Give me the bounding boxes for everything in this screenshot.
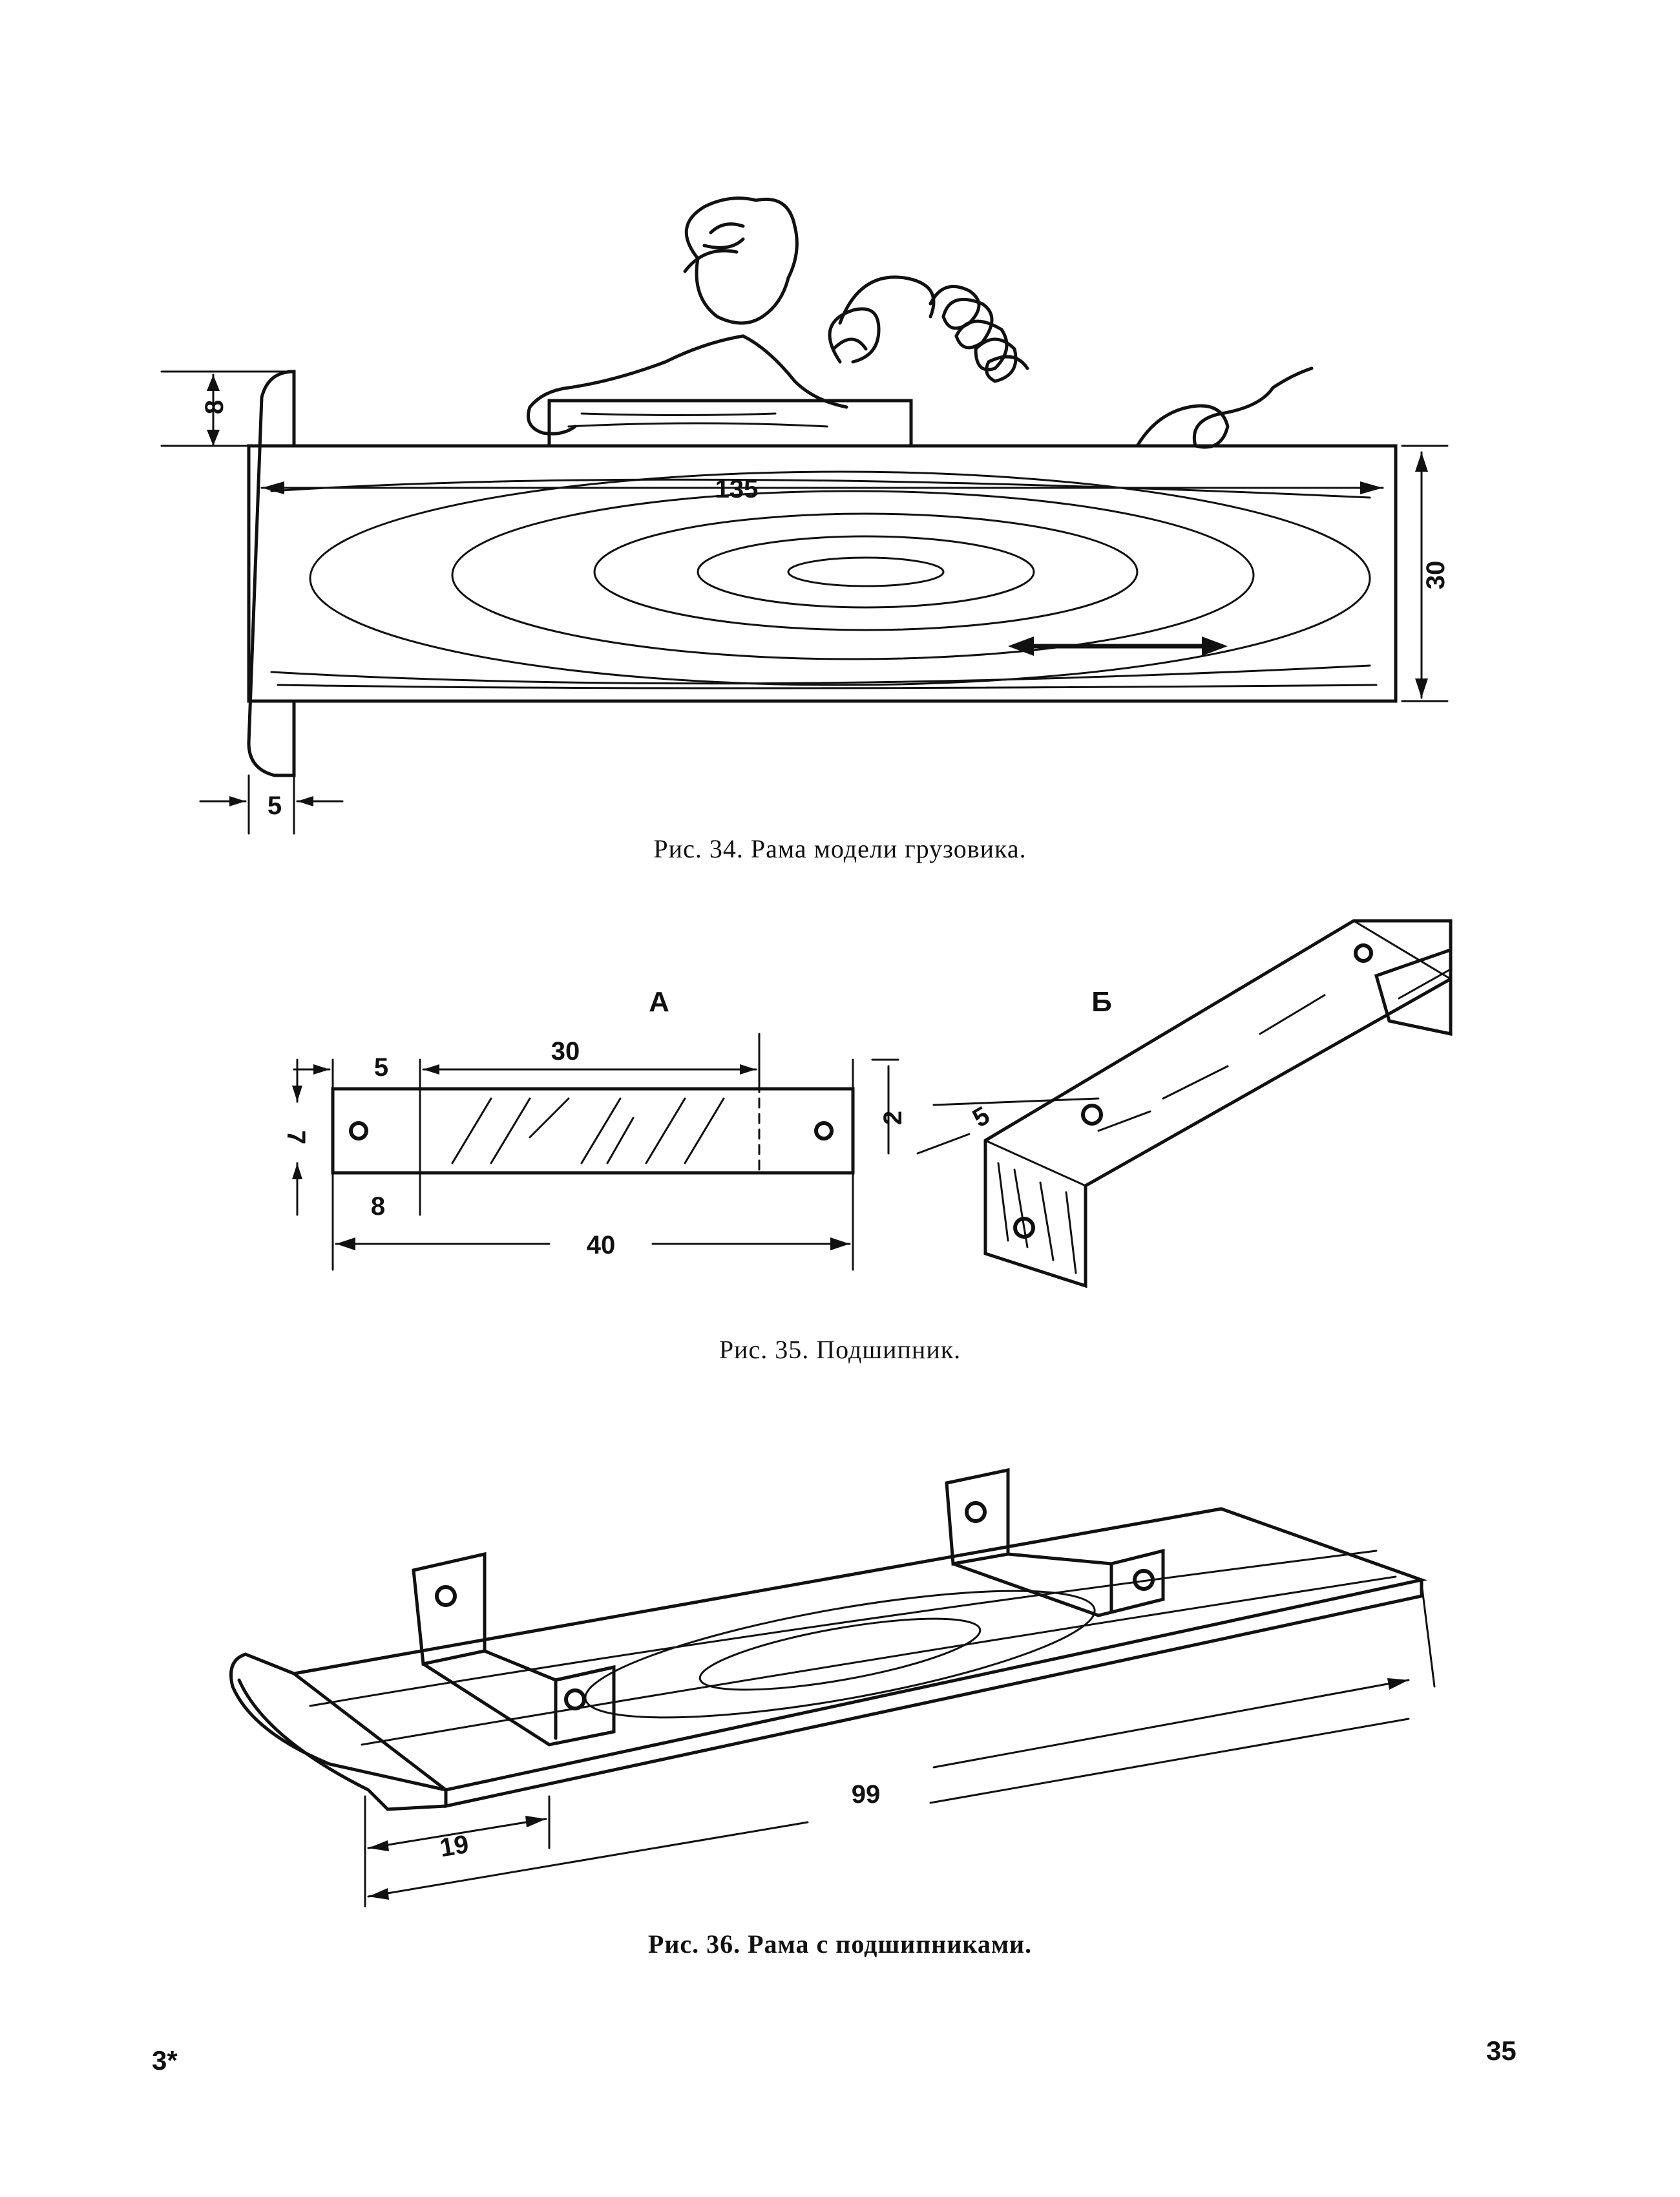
figure-35-caption: Рис. 35. Подшипник. bbox=[719, 1335, 961, 1364]
dim-19: 19 bbox=[438, 1830, 471, 1862]
hole-left bbox=[349, 1121, 368, 1141]
dim-135: 135 bbox=[715, 475, 759, 503]
view-b-label: Б bbox=[1091, 986, 1112, 1018]
bracket-hatching bbox=[997, 994, 1326, 1274]
wood-grain-36 bbox=[309, 1550, 1397, 1746]
dim-8-a: 8 bbox=[371, 1192, 385, 1221]
hole-bracket-top-2 bbox=[1354, 943, 1373, 963]
dim-8: 8 bbox=[200, 400, 229, 414]
hole-bracket-side bbox=[1013, 1217, 1035, 1239]
figure-36-caption: Рис. 36. Рама с подшипниками. bbox=[647, 1929, 1033, 1959]
page-number: 35 bbox=[1486, 2035, 1517, 2066]
dim-2: 2 bbox=[879, 1111, 907, 1125]
figure-34-caption: Рис. 34. Рама модели грузовика. bbox=[653, 834, 1027, 863]
signature-mark: 3* bbox=[152, 2045, 178, 2076]
dim-30-a: 30 bbox=[551, 1037, 580, 1066]
hole-right bbox=[814, 1121, 834, 1141]
view-a-label: А bbox=[649, 986, 669, 1018]
frame-end-cap bbox=[247, 370, 296, 777]
dim-5: 5 bbox=[268, 792, 282, 820]
bearing-bracket-3d bbox=[983, 919, 1453, 1288]
dim-30: 30 bbox=[1422, 561, 1450, 590]
boy-illustration bbox=[527, 196, 881, 436]
bearing-bracket-rear[interactable] bbox=[945, 1467, 1165, 1617]
dim-5-a: 5 bbox=[374, 1053, 388, 1082]
wood-grain bbox=[270, 470, 1378, 689]
dim-7: 7 bbox=[282, 1130, 310, 1144]
dim-99: 99 bbox=[852, 1780, 881, 1809]
strip-hatching bbox=[451, 1097, 725, 1164]
assembled-frame-board bbox=[289, 1507, 1428, 1792]
hole-bracket-top-1 bbox=[1081, 1104, 1103, 1126]
dim-40: 40 bbox=[587, 1231, 616, 1259]
bearing-bracket-front[interactable] bbox=[412, 1551, 616, 1747]
